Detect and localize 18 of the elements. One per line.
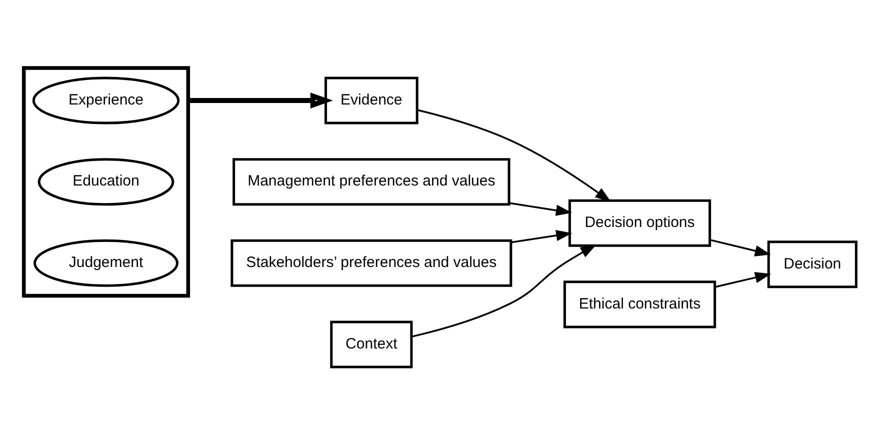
arrow: [417, 108, 612, 202]
arrow: [188, 92, 333, 108]
node-box: Context: [330, 320, 413, 368]
node-ellipse: Education: [38, 158, 174, 206]
arrow: [710, 238, 771, 256]
arrow: [510, 229, 572, 243]
node-box: Decision options: [568, 198, 712, 246]
node-ellipse: Judgement: [34, 238, 178, 286]
node-box: Decision: [767, 240, 858, 288]
node-box: Ethical constraints: [563, 280, 716, 328]
arrow: [714, 272, 772, 288]
arrow: [411, 244, 596, 338]
arrow: [508, 202, 572, 216]
node-box: Evidence: [324, 76, 418, 124]
cluster: [22, 66, 190, 298]
node-box: Stakeholders’ preferences and values: [230, 238, 512, 286]
node-ellipse: Experience: [32, 76, 180, 124]
node-box: Management preferences and values: [232, 158, 510, 206]
